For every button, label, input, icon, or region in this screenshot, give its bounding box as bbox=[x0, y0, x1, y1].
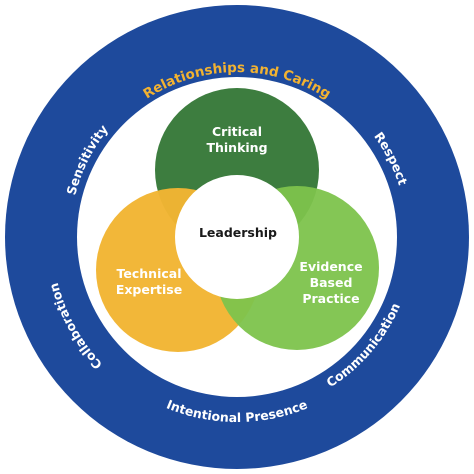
technical-expertise-label-line2: Expertise bbox=[116, 282, 182, 297]
evidence-based-practice-label-line1: Evidence bbox=[299, 259, 362, 274]
critical-thinking-label-line1: Critical bbox=[212, 124, 262, 139]
technical-expertise-label-line1: Technical bbox=[117, 266, 182, 281]
critical-thinking-label-line2: Thinking bbox=[206, 140, 267, 155]
evidence-based-practice-label-line2: Based bbox=[310, 275, 353, 290]
leadership-label: Leadership bbox=[199, 225, 277, 240]
center-circle bbox=[175, 175, 299, 299]
venn-group bbox=[96, 88, 379, 352]
evidence-based-practice-label-line3: Practice bbox=[302, 291, 359, 306]
